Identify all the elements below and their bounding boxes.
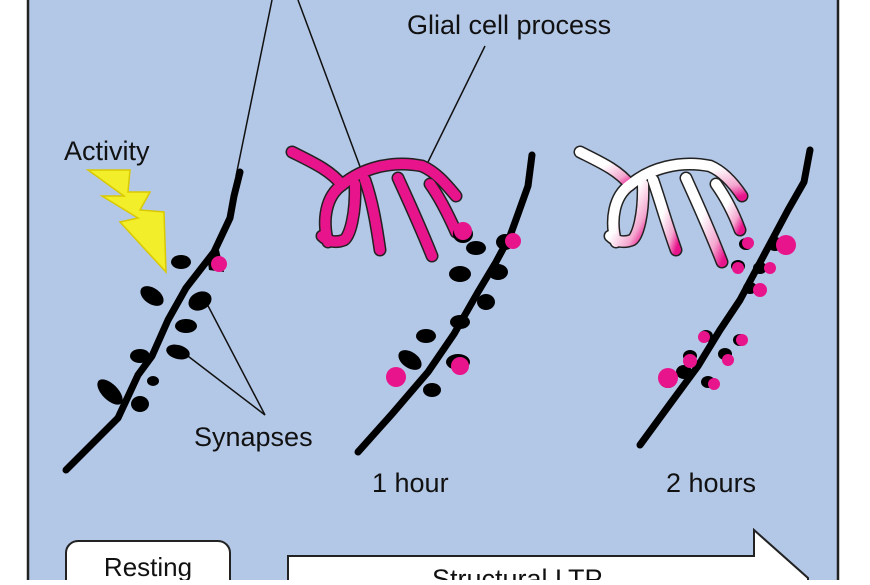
time-1-hour-label: 1 hour [372, 468, 449, 498]
synapse-contact [505, 233, 521, 249]
dendrite-2-hours [636, 146, 814, 449]
activity-label: Activity [64, 136, 150, 166]
synapse [753, 262, 767, 274]
time-2-hours-label: 2 hours [666, 468, 756, 498]
synapse [676, 365, 692, 379]
synapse-contact [722, 354, 734, 366]
synapse [171, 255, 191, 269]
structural-ltp-label: Structural LTP [432, 564, 603, 580]
synapses-label: Synapses [194, 422, 313, 452]
synapse-contact [211, 256, 227, 272]
synapse-contact [732, 262, 744, 274]
synapse-contact [386, 367, 406, 387]
synapse [166, 344, 190, 360]
dendrite-1-hour [354, 151, 536, 456]
synapse [423, 383, 441, 397]
leader-line-top-right [297, 0, 363, 173]
synapse [131, 396, 149, 412]
glial-process-2 [573, 145, 749, 269]
synapse-contact [776, 235, 796, 255]
glial-process-label: Glial cell process [407, 10, 611, 40]
synapse [188, 291, 212, 311]
synapse [477, 294, 495, 310]
synapse-contact [764, 262, 776, 274]
leader-line-synapse-a [204, 299, 266, 416]
resting-box: Resting [65, 540, 231, 585]
dendrite-shaft [354, 151, 536, 456]
synapse-contact [736, 334, 748, 346]
leader-line-synapse-b [179, 349, 266, 416]
synapse-contact [753, 283, 767, 297]
synapse [488, 264, 508, 280]
dendrite-shaft [62, 168, 244, 474]
leader-line-top-left [235, 0, 273, 177]
synapse-contact [708, 378, 720, 390]
leader-line-glial [427, 45, 486, 163]
synapse-contact [698, 331, 710, 343]
synapse-contact [742, 237, 754, 249]
synapse [450, 315, 470, 329]
synapse-contact [683, 354, 697, 368]
resting-label: Resting [104, 552, 192, 580]
synapse [175, 319, 197, 333]
synapse-contact [658, 368, 678, 388]
synapse [466, 241, 486, 255]
synapse [130, 349, 150, 363]
synapse [416, 329, 436, 343]
synapse [449, 266, 471, 282]
dendrite-resting [62, 168, 244, 474]
synapse [147, 376, 159, 386]
background-panel [26, 0, 840, 585]
synapse [97, 379, 123, 405]
lightning-bolt-icon [85, 169, 167, 274]
synapse-contact [454, 222, 472, 240]
leader-lines [179, 0, 486, 416]
synapse-contact [451, 357, 469, 375]
glial-process-1 [285, 145, 463, 263]
synapse [140, 286, 164, 306]
synapse [398, 350, 422, 370]
